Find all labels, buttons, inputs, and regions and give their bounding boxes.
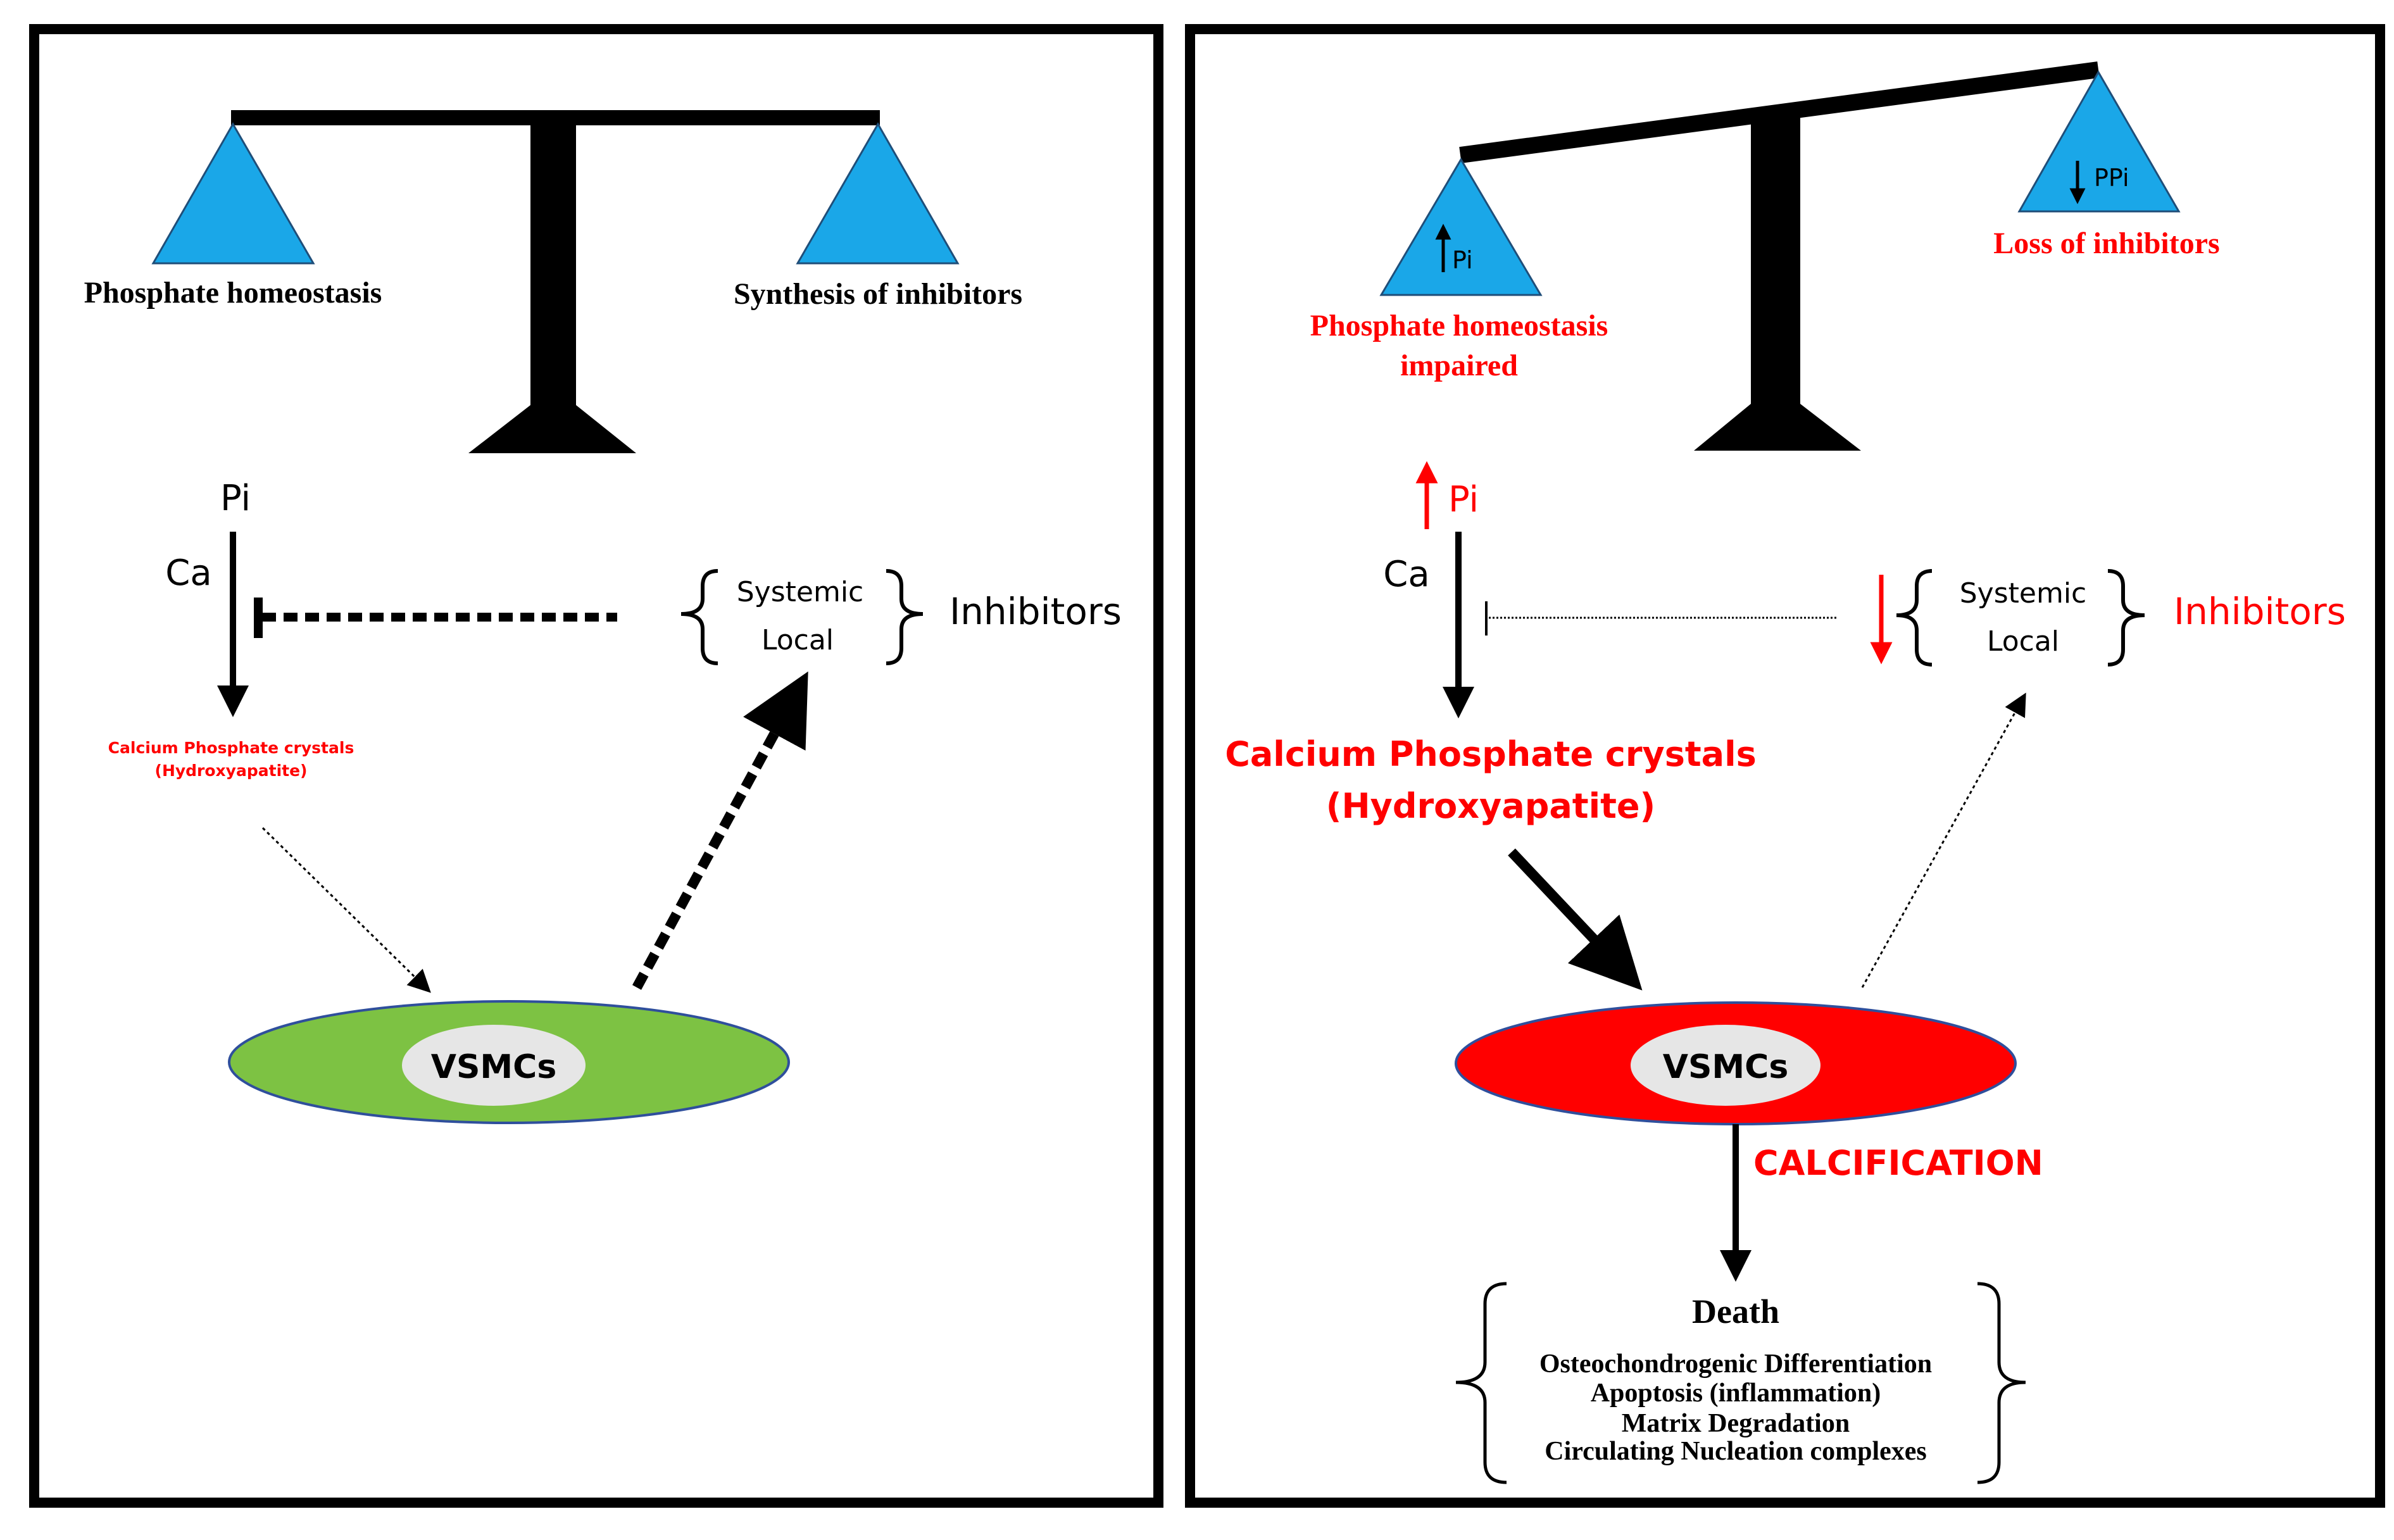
local-label: Local bbox=[1987, 625, 2059, 658]
pan-left-label: Phosphate homeostasis bbox=[84, 276, 382, 310]
cell-to-inhibitors-arrow bbox=[632, 671, 808, 990]
inhibitors-label: Inhibitors bbox=[949, 590, 1122, 633]
vsmc-nucleus bbox=[402, 1025, 586, 1106]
scale-beam-tilted bbox=[1459, 61, 2100, 163]
outcomes-right-brace bbox=[1977, 1282, 2026, 1484]
systemic-label: Systemic bbox=[737, 576, 864, 608]
outcome-item: Circulating Nucleation complexes bbox=[1545, 1437, 1927, 1466]
right-pan-triangle bbox=[796, 122, 960, 265]
systemic-label: Systemic bbox=[1960, 577, 2087, 610]
outcome-item: Apoptosis (inflammation) bbox=[1591, 1379, 1881, 1408]
left-brace-right bbox=[1896, 569, 1933, 667]
crystals-line1-red: Calcium Phosphate crystals bbox=[1225, 734, 1757, 774]
outcome-title: Death bbox=[1692, 1293, 1779, 1330]
pi-label: Pi bbox=[220, 478, 251, 519]
outcome-item: Matrix Degradation bbox=[1622, 1409, 1850, 1438]
outcome-item: Osteochondrogenic Differentiation bbox=[1539, 1349, 1932, 1379]
pan-left-value: Pi bbox=[1452, 246, 1473, 274]
inhibitors-label-red: Inhibitors bbox=[2174, 590, 2346, 633]
scale-base bbox=[468, 405, 636, 453]
pi-label-red: Pi bbox=[1448, 479, 1479, 520]
pan-left-label-line2: impaired bbox=[1400, 349, 1518, 382]
left-panel: Phosphate homeostasis Synthesis of inhib… bbox=[29, 24, 1163, 1508]
vsmc-label-right: VSMCs bbox=[1663, 1048, 1789, 1086]
balance-scale-level bbox=[151, 110, 960, 453]
right-panel-frame bbox=[1185, 24, 2385, 1508]
scale-post-tilted bbox=[1751, 114, 1800, 408]
scale-post bbox=[530, 120, 576, 411]
crystals-line2: (Hydroxyapatite) bbox=[155, 761, 308, 780]
vsmc-nucleus-right bbox=[1631, 1025, 1821, 1106]
right-brace-right bbox=[2107, 569, 2145, 667]
right-pan-triangle-tilted bbox=[2017, 70, 2181, 213]
pan-right-label: Synthesis of inhibitors bbox=[734, 277, 1022, 311]
left-brace bbox=[680, 569, 718, 665]
pan-right-value: PPi bbox=[2094, 164, 2129, 192]
calcification-label: CALCIFICATION bbox=[1753, 1143, 2043, 1183]
cell-to-inhibitors-thin-arrow bbox=[1861, 692, 2026, 988]
right-panel: Pi PPi Phosphate homeostasis impaired Lo… bbox=[1185, 24, 2385, 1508]
scale-base-tilted bbox=[1694, 404, 1861, 451]
crystals-line2-red: (Hydroxyapatite) bbox=[1326, 786, 1655, 826]
pan-right-label: Loss of inhibitors bbox=[1993, 227, 2219, 260]
balance-scale-tilted bbox=[1379, 61, 2181, 451]
local-label: Local bbox=[761, 624, 834, 656]
crystals-to-cell-thick-arrow bbox=[1508, 848, 1643, 991]
pan-left-label-line1: Phosphate homeostasis bbox=[1310, 309, 1608, 342]
crystals-line1: Calcium Phosphate crystals bbox=[108, 739, 354, 757]
ca-label: Ca bbox=[165, 553, 211, 594]
outcomes-left-brace bbox=[1455, 1282, 1507, 1484]
left-panel-frame bbox=[29, 24, 1163, 1508]
vsmc-label: VSMCs bbox=[431, 1048, 557, 1086]
left-pan-triangle bbox=[151, 122, 315, 265]
ca-label: Ca bbox=[1383, 554, 1429, 595]
right-brace bbox=[886, 569, 924, 665]
left-pan-triangle-tilted bbox=[1379, 158, 1543, 296]
crystals-to-cell-arrow bbox=[261, 827, 431, 993]
